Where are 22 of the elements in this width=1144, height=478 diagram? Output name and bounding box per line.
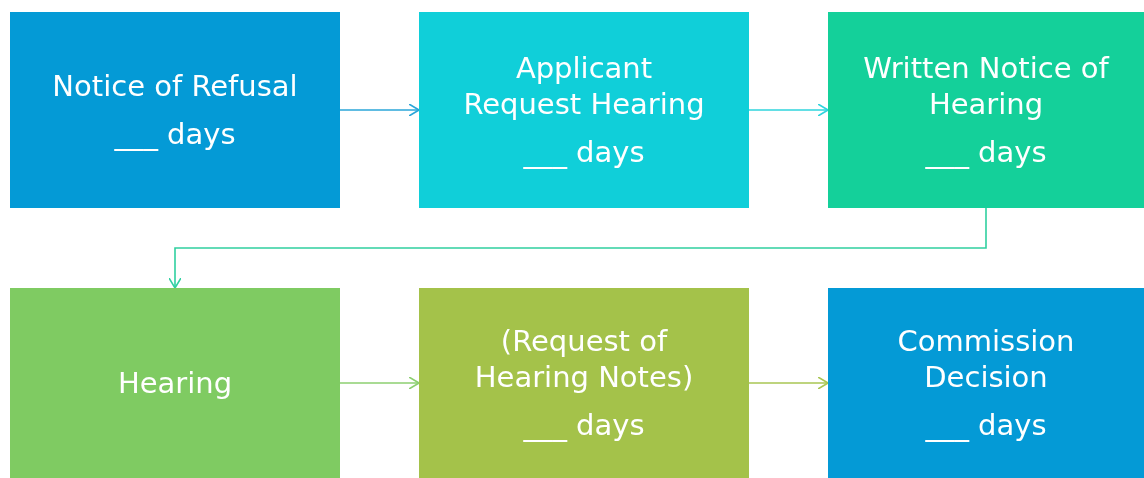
duration-text: ___ days: [925, 134, 1047, 171]
step-title: Commission Decision: [896, 322, 1076, 396]
arrow: [748, 103, 829, 117]
arrow: [339, 376, 420, 390]
duration-text: ___ days: [925, 407, 1047, 444]
step-title: Applicant Request Hearing: [462, 49, 706, 123]
process-box: [10, 288, 340, 478]
step-title: Written Notice of Hearing: [862, 49, 1111, 123]
process-box: [828, 12, 1144, 208]
process-box: [419, 288, 749, 478]
arrow: [339, 103, 420, 117]
duration-text: ___ days: [523, 134, 645, 171]
process-box: [419, 12, 749, 208]
duration-text: ___ days: [523, 407, 645, 444]
process-box: [828, 288, 1144, 478]
step-title: Notice of Refusal: [52, 67, 298, 104]
step-title: Hearing: [117, 364, 233, 402]
arrow: [748, 376, 829, 390]
step-title: (Request of Hearing Notes): [473, 322, 695, 396]
arrow: [168, 207, 987, 289]
process-box: [10, 12, 340, 208]
duration-text: ___ days: [114, 116, 236, 153]
